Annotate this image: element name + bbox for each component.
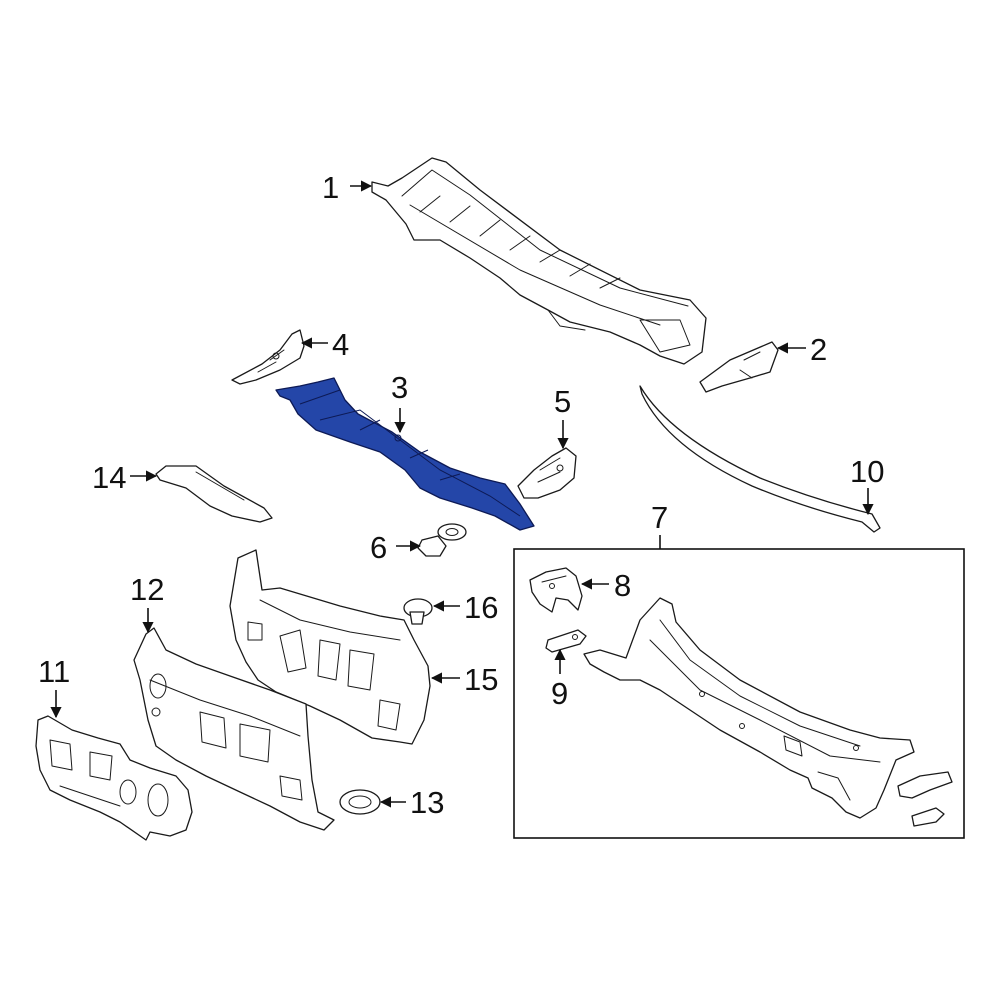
callout-11: 11: [38, 654, 70, 689]
callout-7: 7: [651, 500, 668, 535]
callout-2: 2: [810, 332, 827, 367]
part-13-grommet[interactable]: [339, 789, 381, 815]
part-8-bracket[interactable]: [529, 567, 583, 613]
callout-5: 5: [554, 384, 571, 419]
callout-6: 6: [370, 530, 387, 565]
part-5-bracket[interactable]: [517, 447, 577, 499]
callout-3: 3: [391, 370, 408, 405]
callout-8: 8: [614, 568, 631, 603]
part-6-grommet[interactable]: [417, 523, 467, 557]
callout-labels: 1 2 3 4 5 6 7 8 9 10 11 12 13 14 15 16: [38, 170, 884, 820]
callout-15: 15: [464, 662, 498, 697]
callout-1: 1: [322, 170, 339, 205]
part-4-bracket[interactable]: [231, 329, 305, 385]
part-10-weatherstrip[interactable]: [639, 385, 881, 533]
callout-12: 12: [130, 572, 164, 607]
callout-4: 4: [332, 327, 349, 362]
part-12-dash-panel[interactable]: [133, 627, 335, 831]
part-7-assembly-box: [513, 548, 965, 839]
callout-16: 16: [464, 590, 498, 625]
callout-9: 9: [551, 676, 568, 711]
callout-13: 13: [410, 785, 444, 820]
leader-lines: [50, 180, 874, 808]
part-9-plate[interactable]: [545, 629, 587, 653]
part-2-bracket[interactable]: [699, 341, 779, 393]
callout-14: 14: [92, 460, 126, 495]
part-7-cowl-panel[interactable]: [583, 597, 953, 827]
part-14-insulator[interactable]: [155, 465, 273, 523]
part-3-cowl-reinforcement[interactable]: [275, 377, 535, 531]
part-16-clip[interactable]: [403, 598, 433, 625]
part-11-dash-silencer[interactable]: [35, 715, 193, 841]
part-15-dash-insulator[interactable]: [229, 549, 431, 745]
part-1-cowl-vent-panel[interactable]: [371, 157, 707, 365]
callout-10: 10: [850, 454, 884, 489]
